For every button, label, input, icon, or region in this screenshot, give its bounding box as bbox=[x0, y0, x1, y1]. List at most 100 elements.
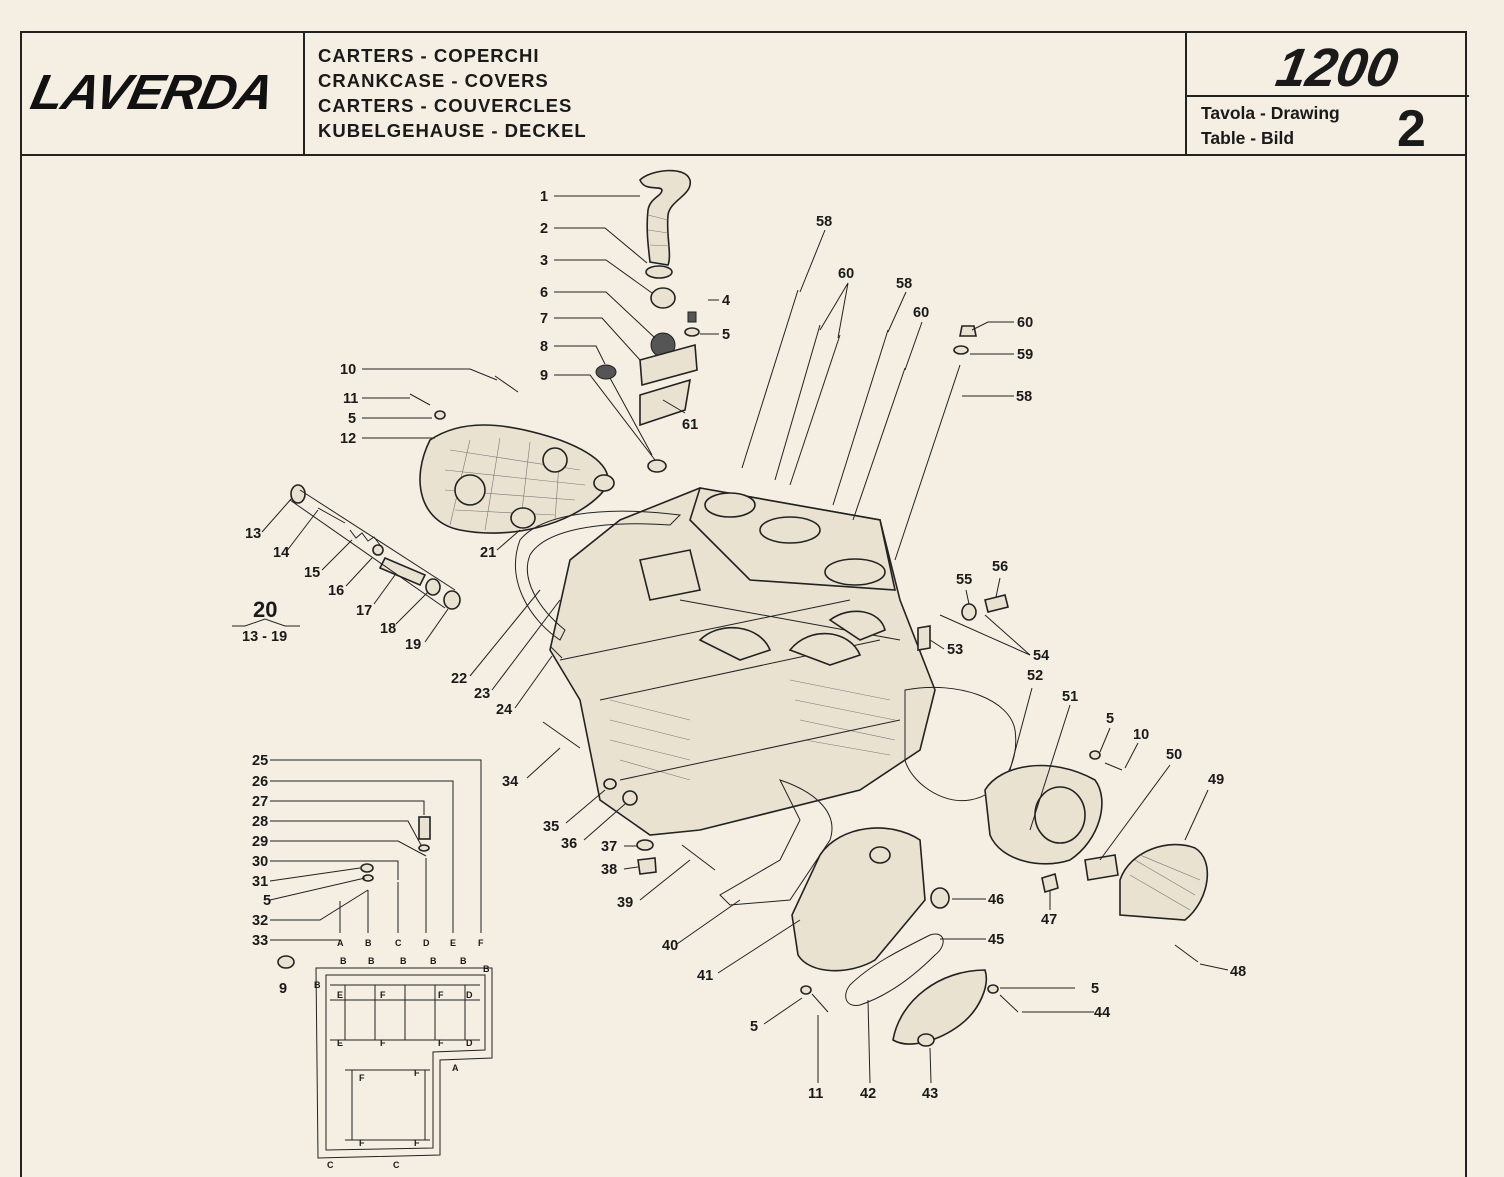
model-box: 1200 bbox=[1187, 33, 1469, 98]
logo-cell: LAVERDA bbox=[22, 33, 305, 154]
title-lines: CARTERS - COPERCHI CRANKCASE - COVERS CA… bbox=[318, 43, 587, 143]
callout-37: 37 bbox=[601, 839, 617, 855]
callout-44: 44 bbox=[1094, 1005, 1110, 1021]
callout-23: 23 bbox=[474, 686, 490, 702]
callout-10b: 10 bbox=[1133, 727, 1149, 743]
callout-52: 52 bbox=[1027, 668, 1043, 684]
leader-lines bbox=[232, 195, 1229, 1084]
left-cover bbox=[419, 424, 615, 534]
callout-3: 3 bbox=[540, 253, 548, 269]
callout-5f: 5 bbox=[263, 893, 271, 909]
stud-letter-c: C bbox=[395, 938, 402, 948]
callout-1: 1 bbox=[540, 189, 548, 205]
callout-57b: 58 bbox=[896, 276, 912, 292]
relief-valve-parts bbox=[289, 484, 461, 610]
callout-34: 34 bbox=[502, 774, 518, 790]
plan-letter-f2: F bbox=[438, 990, 444, 1000]
plan-letter-f8: F bbox=[414, 1138, 420, 1148]
stud-letter-d: D bbox=[423, 938, 430, 948]
callout-29: 29 bbox=[252, 834, 268, 850]
callout-30: 30 bbox=[252, 854, 268, 870]
callout-24: 24 bbox=[496, 702, 512, 718]
callout-51: 51 bbox=[1062, 689, 1078, 705]
plan-letter-b5: B bbox=[460, 956, 467, 966]
group-number: 20 bbox=[253, 597, 277, 622]
callout-14: 14 bbox=[273, 545, 289, 561]
callout-17: 17 bbox=[356, 603, 372, 619]
callout-61: 61 bbox=[682, 417, 698, 433]
callout-31: 31 bbox=[252, 874, 268, 890]
callout-6: 6 bbox=[540, 285, 548, 301]
title-block: LAVERDA CARTERS - COPERCHI CRANKCASE - C… bbox=[22, 33, 1469, 158]
studs-long bbox=[741, 289, 977, 561]
callout-58: 59 bbox=[1017, 347, 1033, 363]
plan-letter-d2: D bbox=[466, 1038, 473, 1048]
callout-39: 39 bbox=[617, 895, 633, 911]
plan-letter-f6: F bbox=[414, 1068, 420, 1078]
callout-27: 27 bbox=[252, 794, 268, 810]
callout-19: 19 bbox=[405, 637, 421, 653]
callout-42: 42 bbox=[860, 1086, 876, 1102]
lower-covers bbox=[791, 827, 1019, 1047]
table-label-2: Table - Bild bbox=[1201, 128, 1295, 148]
dipstick bbox=[595, 364, 667, 473]
callout-10: 10 bbox=[340, 362, 356, 378]
callout-35: 35 bbox=[543, 819, 559, 835]
plan-letter-b3: B bbox=[400, 956, 407, 966]
callout-59: 60 bbox=[1017, 315, 1033, 331]
breather-parts bbox=[639, 265, 700, 427]
callout-43: 43 bbox=[922, 1086, 938, 1102]
plan-letter-b6: B bbox=[483, 964, 490, 974]
table-label-1: Tavola - Drawing bbox=[1201, 103, 1340, 123]
callout-49: 49 bbox=[1208, 772, 1224, 788]
callout-28: 28 bbox=[252, 814, 268, 830]
small-parts-right bbox=[542, 594, 1009, 875]
title-de: KUBELGEHAUSE - DECKEL bbox=[318, 120, 587, 141]
callout-22: 22 bbox=[451, 671, 467, 687]
callout-2: 2 bbox=[540, 221, 548, 237]
group-range: 13 - 19 bbox=[242, 629, 287, 645]
callout-41: 41 bbox=[697, 968, 713, 984]
plan-letter-f5: F bbox=[359, 1073, 365, 1083]
title-fr: CARTERS - COUVERCLES bbox=[318, 95, 573, 116]
callout-labels: 1 2 3 4 6 5 7 8 9 10 11 5 12 61 13 14 15… bbox=[242, 189, 1246, 1102]
callout-40: 40 bbox=[662, 938, 678, 954]
plan-letter-b4: B bbox=[430, 956, 437, 966]
plan-letter-f1: F bbox=[380, 990, 386, 1000]
callout-48: 48 bbox=[1230, 964, 1246, 980]
callout-60a: 60 bbox=[838, 266, 854, 282]
callout-32: 32 bbox=[252, 913, 268, 929]
callout-4: 4 bbox=[722, 293, 730, 309]
plan-letter-f4: F bbox=[438, 1038, 444, 1048]
callout-21: 21 bbox=[480, 545, 496, 561]
table-number: 2 bbox=[1397, 100, 1426, 158]
callout-46: 46 bbox=[988, 892, 1004, 908]
callout-36: 36 bbox=[561, 836, 577, 852]
callout-11b: 11 bbox=[808, 1086, 823, 1102]
stud-letter-e: E bbox=[450, 938, 456, 948]
plan-letter-f3: F bbox=[380, 1038, 386, 1048]
sheet-frame: LAVERDA CARTERS - COPERCHI CRANKCASE - C… bbox=[20, 31, 1469, 1177]
callout-57a: 58 bbox=[816, 214, 832, 230]
callout-13: 13 bbox=[245, 526, 261, 542]
callout-50: 50 bbox=[1166, 747, 1182, 763]
stud-layout-plan bbox=[315, 967, 493, 1159]
callout-5e: 5 bbox=[1106, 711, 1114, 727]
callout-54: 54 bbox=[1033, 648, 1049, 664]
callout-5b: 5 bbox=[348, 411, 356, 427]
plan-letter-b2: B bbox=[368, 956, 375, 966]
callout-47: 47 bbox=[1041, 912, 1057, 928]
callout-25: 25 bbox=[252, 753, 268, 769]
plan-letter-c2: C bbox=[393, 1160, 400, 1170]
callout-5: 5 bbox=[722, 327, 730, 343]
title-en: CRANKCASE - COVERS bbox=[318, 70, 549, 91]
callout-38: 38 bbox=[601, 862, 617, 878]
title-it: CARTERS - COPERCHI bbox=[318, 45, 540, 66]
callout-45: 45 bbox=[988, 932, 1004, 948]
stud-letter-f: F bbox=[478, 938, 484, 948]
right-side-covers bbox=[984, 750, 1209, 963]
callout-12: 12 bbox=[340, 431, 356, 447]
model-cell: 1200 Tavola - Drawing Table - Bild 2 bbox=[1185, 33, 1469, 158]
